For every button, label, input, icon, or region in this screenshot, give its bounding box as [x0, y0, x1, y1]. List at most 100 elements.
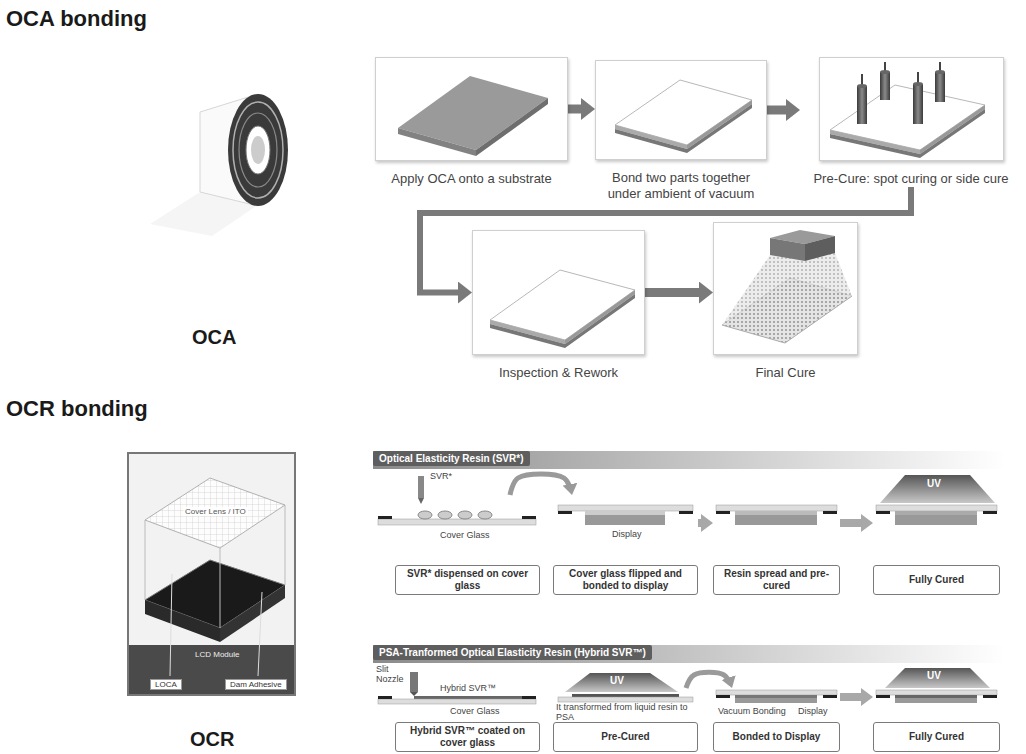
resin-layer — [735, 511, 817, 515]
black-mask — [522, 696, 536, 699]
guide-line — [285, 505, 286, 585]
black-mask — [378, 516, 392, 519]
caption-box: Resin spread and pre-cured — [713, 565, 840, 595]
black-mask — [716, 511, 730, 514]
process-step-box: Pre-Cured — [553, 688, 698, 752]
black-mask — [679, 511, 693, 514]
flow-arrow — [698, 519, 713, 527]
drawing-area — [553, 495, 698, 565]
resin-layer — [895, 511, 977, 515]
laminate-layer — [490, 320, 565, 344]
tape-roll-core — [246, 126, 270, 174]
process-step-box: Fully Cured — [873, 495, 1000, 595]
step-caption: Resin spread and pre-cured — [719, 568, 834, 592]
step-caption: Pre-Cure: spot curing or side cure — [800, 171, 1022, 187]
photo-frame — [128, 453, 295, 695]
laminate-layer — [565, 290, 635, 344]
guide-line — [220, 548, 221, 628]
step-caption: Final Cure — [713, 365, 858, 381]
uv-label: UV — [610, 675, 624, 686]
black-mask — [983, 695, 997, 698]
hybrid-coating — [572, 694, 679, 697]
resin-layer — [895, 695, 977, 698]
note-text: It transformed from liquid resin to PSA — [556, 703, 696, 722]
uv-beam — [565, 673, 678, 692]
uv-pin-cap — [880, 70, 890, 74]
drawing-area — [873, 688, 1000, 722]
laminate-layer — [830, 109, 985, 158]
cover-glass — [876, 505, 997, 511]
resin-layer — [735, 695, 817, 698]
process-step: Pre-Cure: spot curing or side cure — [800, 57, 1022, 187]
section-heading: OCR bonding — [6, 396, 148, 422]
resin-layer — [585, 511, 665, 515]
display-panel — [735, 515, 817, 525]
part-label: SVR* — [430, 471, 452, 481]
caption-box: Fully Cured — [873, 565, 1000, 595]
step-caption: Bonded to Display — [733, 731, 821, 743]
display-panel — [895, 698, 977, 703]
display-panel — [585, 515, 665, 525]
part-label: Vacuum Bonding — [718, 706, 786, 716]
step-caption: Inspection & Rework — [472, 365, 645, 381]
part-label: LCD Module — [195, 650, 239, 659]
process-step-box: Fully Cured — [873, 688, 1000, 752]
uv-pin — [913, 84, 923, 124]
process-step-box: Hybrid SVR™ coated on cover glass — [395, 688, 540, 752]
black-mask — [983, 511, 997, 514]
black-mask — [716, 695, 730, 698]
section-heading: OCA bonding — [6, 6, 147, 32]
uv-pin-cap — [857, 84, 867, 88]
uv-label: UV — [927, 478, 941, 489]
substrate-side — [476, 98, 548, 156]
flow-arrow — [840, 519, 873, 527]
banner-title: Optical Elasticity Resin (SVR*) — [373, 451, 530, 466]
part-label: Display — [798, 706, 828, 716]
step-frame — [472, 230, 645, 355]
uv-pin-cap — [935, 70, 945, 74]
caption-box: SVR* dispensed on cover glass — [395, 565, 540, 595]
step-caption: Bond two parts together under ambient of… — [595, 170, 767, 202]
process-step-box: Resin spread and pre-cured — [713, 495, 840, 595]
slit-nozzle — [410, 672, 418, 692]
caption-box: Bonded to Display — [713, 722, 840, 752]
uv-label: UV — [927, 670, 941, 681]
uv-pin — [857, 86, 867, 124]
part-label: Cover Glass — [450, 706, 500, 716]
part-label: Hybrid SVR™ — [440, 683, 496, 693]
step-caption: Apply OCA onto a substrate — [375, 171, 568, 187]
drawing-area — [395, 688, 540, 722]
resin-dot — [418, 511, 432, 519]
resin-dot — [478, 511, 492, 519]
banner-band — [373, 645, 1005, 663]
step-caption: SVR* dispensed on cover glass — [401, 568, 534, 592]
leader-line — [258, 592, 262, 676]
laminate-layer — [490, 294, 635, 348]
uv-beam — [885, 668, 990, 688]
cover-glass — [876, 690, 997, 695]
drawing-area — [713, 688, 840, 722]
process-step: Final Cure — [713, 222, 858, 381]
display-panel — [735, 698, 817, 703]
hybrid-coating — [414, 696, 522, 699]
lcd-module-side — [145, 600, 220, 642]
cover-glass — [378, 699, 536, 704]
drawing-area — [873, 495, 1000, 565]
flow-arrow — [645, 288, 713, 297]
process-step-box: Bonded to Display — [713, 688, 840, 752]
process-step: Bond two parts together under ambient of… — [595, 60, 767, 202]
laminate-layer — [920, 105, 985, 154]
black-mask — [522, 516, 536, 519]
tape-roll-ring — [239, 113, 277, 187]
caption-box: Pre-Cured — [553, 722, 698, 752]
flow-arrow — [420, 187, 911, 293]
flow-arrow — [840, 693, 873, 701]
tape-roll-hole — [251, 136, 265, 164]
step-caption: Hybrid SVR™ coated on cover glass — [401, 725, 534, 749]
part-label: LOCA — [150, 679, 182, 690]
flow-arrow — [510, 474, 572, 495]
flow-arrow — [568, 105, 595, 114]
banner-title: PSA-Tranformed Optical Elasticity Resin … — [373, 645, 652, 660]
laminate-layer — [615, 125, 687, 149]
resin-dot — [458, 511, 472, 519]
